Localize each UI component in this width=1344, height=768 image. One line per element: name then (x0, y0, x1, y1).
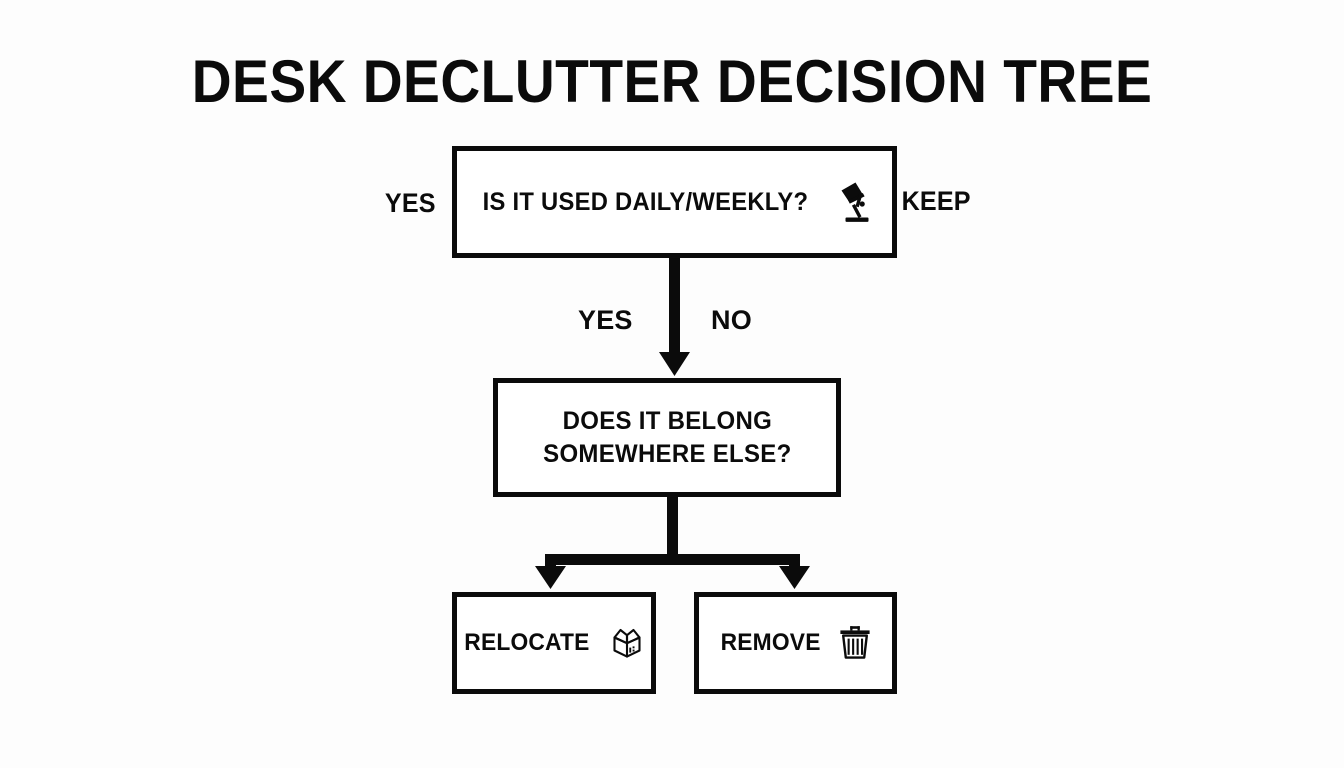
connector-belong-split (535, 497, 810, 589)
node-label-relocate: RELOCATE (464, 629, 590, 656)
desk-lamp-icon (835, 180, 875, 224)
node-label-remove: REMOVE (720, 629, 821, 656)
node-label-belong: DOES IT BELONG SOMEWHERE ELSE? (542, 406, 792, 468)
node-content: IS IT USED DAILY/WEEKLY? (474, 180, 875, 224)
node-is-it-used-daily-weekly[interactable]: IS IT USED DAILY/WEEKLY? (452, 146, 897, 258)
page-title: DESK DECLUTTER DECISION TREE (191, 48, 1153, 115)
node-does-it-belong-somewhere-else[interactable]: DOES IT BELONG SOMEWHERE ELSE? (493, 378, 841, 497)
node-content: DOES IT BELONG SOMEWHERE ELSE? (538, 405, 797, 471)
trash-can-icon (837, 623, 873, 663)
edge-label-yes-branch: YES (578, 305, 633, 335)
edge-label-keep: KEEP (901, 186, 971, 216)
connector-root-to-belong (659, 258, 690, 376)
node-remove[interactable]: REMOVE (694, 592, 897, 694)
node-label-root: IS IT USED DAILY/WEEKLY? (482, 188, 809, 216)
edge-label-yes-left: YES (384, 188, 436, 218)
node-content: RELOCATE (461, 623, 647, 663)
edge-label-no-branch: NO (711, 305, 752, 335)
node-content: REMOVE (718, 623, 873, 663)
open-box-icon (607, 623, 647, 663)
node-relocate[interactable]: RELOCATE (452, 592, 656, 694)
